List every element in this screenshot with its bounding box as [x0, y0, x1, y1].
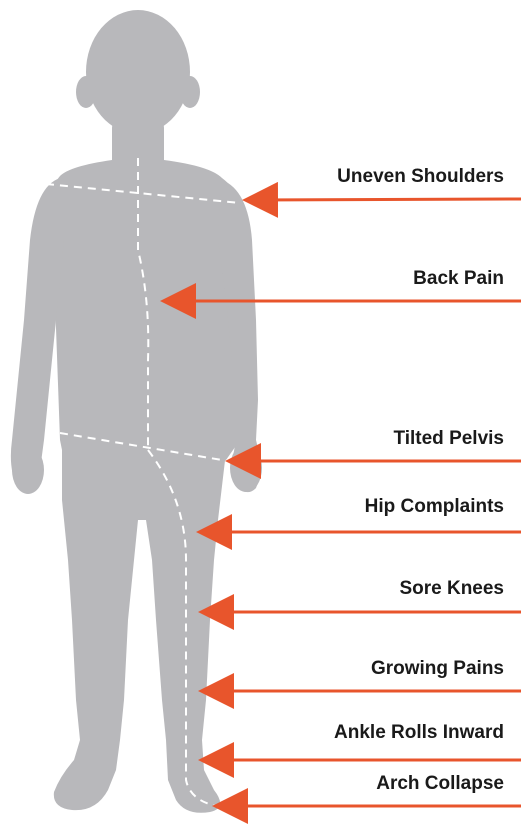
label-arch-collapse: Arch Collapse [376, 773, 504, 795]
left-arm [11, 178, 64, 491]
right-leg [140, 446, 226, 813]
arrow-uneven-shoulders [248, 199, 521, 200]
head [86, 10, 190, 134]
label-growing-pains: Growing Pains [371, 658, 504, 680]
left-ear [76, 76, 96, 108]
label-sore-knees: Sore Knees [399, 578, 504, 600]
right-hand [230, 444, 262, 492]
left-leg [54, 440, 140, 810]
label-back-pain: Back Pain [413, 268, 504, 290]
label-tilted-pelvis: Tilted Pelvis [393, 428, 504, 450]
right-ear [180, 76, 200, 108]
label-hip-complaints: Hip Complaints [365, 496, 504, 518]
label-uneven-shoulders: Uneven Shoulders [337, 166, 504, 188]
label-ankle-rolls-inward: Ankle Rolls Inward [334, 722, 504, 744]
left-hand [12, 446, 44, 494]
